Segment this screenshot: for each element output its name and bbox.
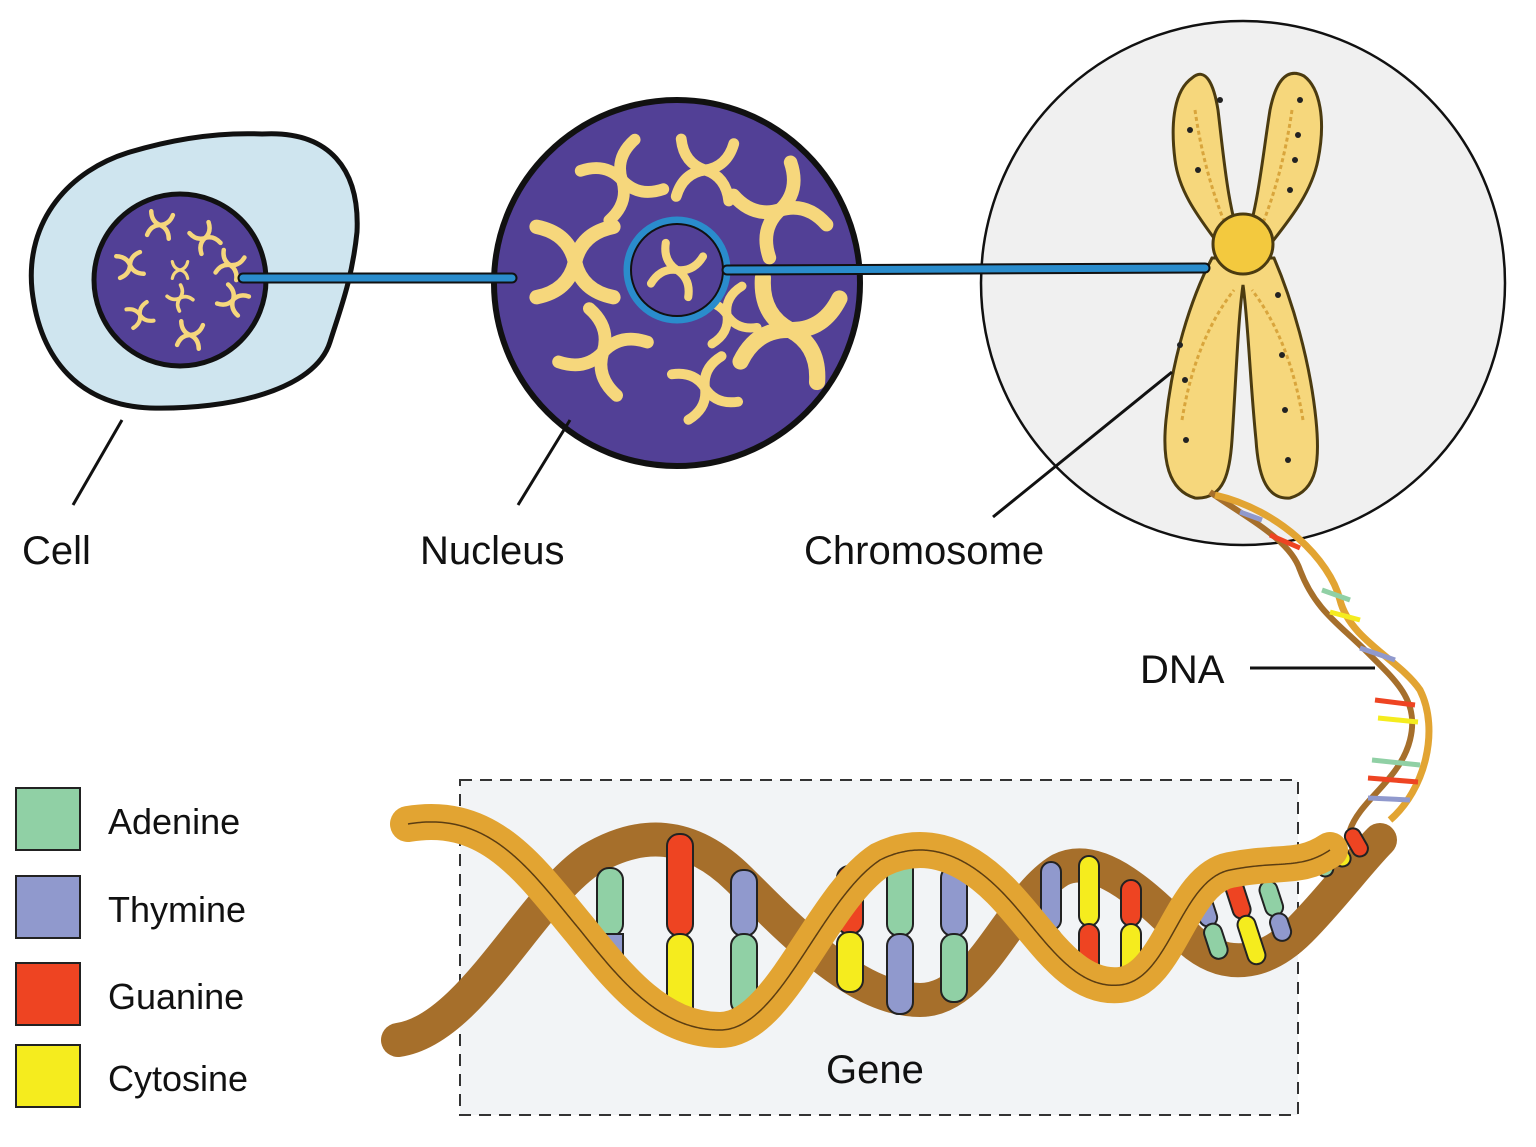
guanine-swatch <box>15 962 81 1026</box>
legend-item-thymine: Thymine <box>15 875 315 939</box>
cytosine-swatch <box>15 1044 81 1108</box>
nucleus-leader-line <box>516 419 572 506</box>
dna-label: DNA <box>1140 648 1225 692</box>
cell-leader-line <box>71 419 124 506</box>
legend-item-guanine: Guanine <box>15 962 315 1026</box>
nucleus <box>491 97 863 469</box>
dna-thick-helix <box>381 804 1397 1057</box>
connector-nucleus-chromosome <box>721 262 1211 276</box>
legend-label: Cytosine <box>108 1058 249 1099</box>
legend-label: Thymine <box>108 889 247 930</box>
cell-label: Cell <box>22 529 91 573</box>
adenine-swatch <box>15 787 81 851</box>
dna-thin-helix <box>1208 489 1433 832</box>
cell <box>28 131 360 411</box>
chromosome-zoom <box>979 19 1507 547</box>
nucleus-label: Nucleus <box>420 529 565 573</box>
legend-label: Guanine <box>108 976 245 1017</box>
centromere <box>1211 212 1275 276</box>
legend-label: Adenine <box>108 801 241 842</box>
chromosome-leader-line <box>992 370 1173 519</box>
gene-label: Gene <box>826 1048 924 1092</box>
legend-item-cytosine: Cytosine <box>15 1044 315 1108</box>
chromosome-label: Chromosome <box>804 529 1045 573</box>
thymine-swatch <box>15 875 81 939</box>
legend-item-adenine: Adenine <box>15 787 315 851</box>
chromosome <box>1163 71 1324 500</box>
